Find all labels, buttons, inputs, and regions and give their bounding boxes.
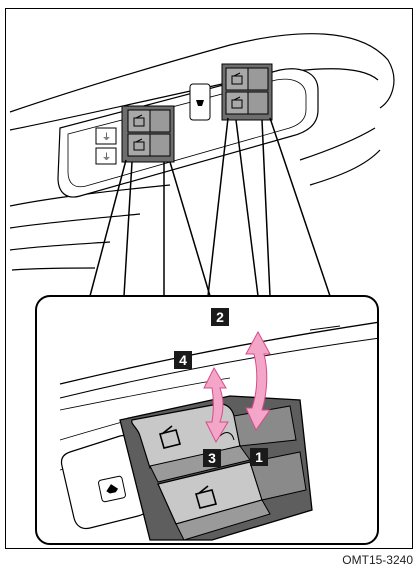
window-switch-pair-left bbox=[122, 106, 174, 162]
callout-2: 2 bbox=[211, 308, 229, 326]
svg-text:⏚: ⏚ bbox=[102, 132, 111, 143]
window-lock-switch-small bbox=[190, 84, 210, 120]
window-switch-pair-right bbox=[222, 64, 272, 120]
figure-code: OMT15-3240 bbox=[342, 553, 413, 567]
callout-1: 1 bbox=[250, 448, 268, 466]
svg-text:⏚: ⏚ bbox=[102, 152, 111, 163]
callout-4: 4 bbox=[174, 351, 192, 369]
callout-3: 3 bbox=[203, 449, 221, 467]
